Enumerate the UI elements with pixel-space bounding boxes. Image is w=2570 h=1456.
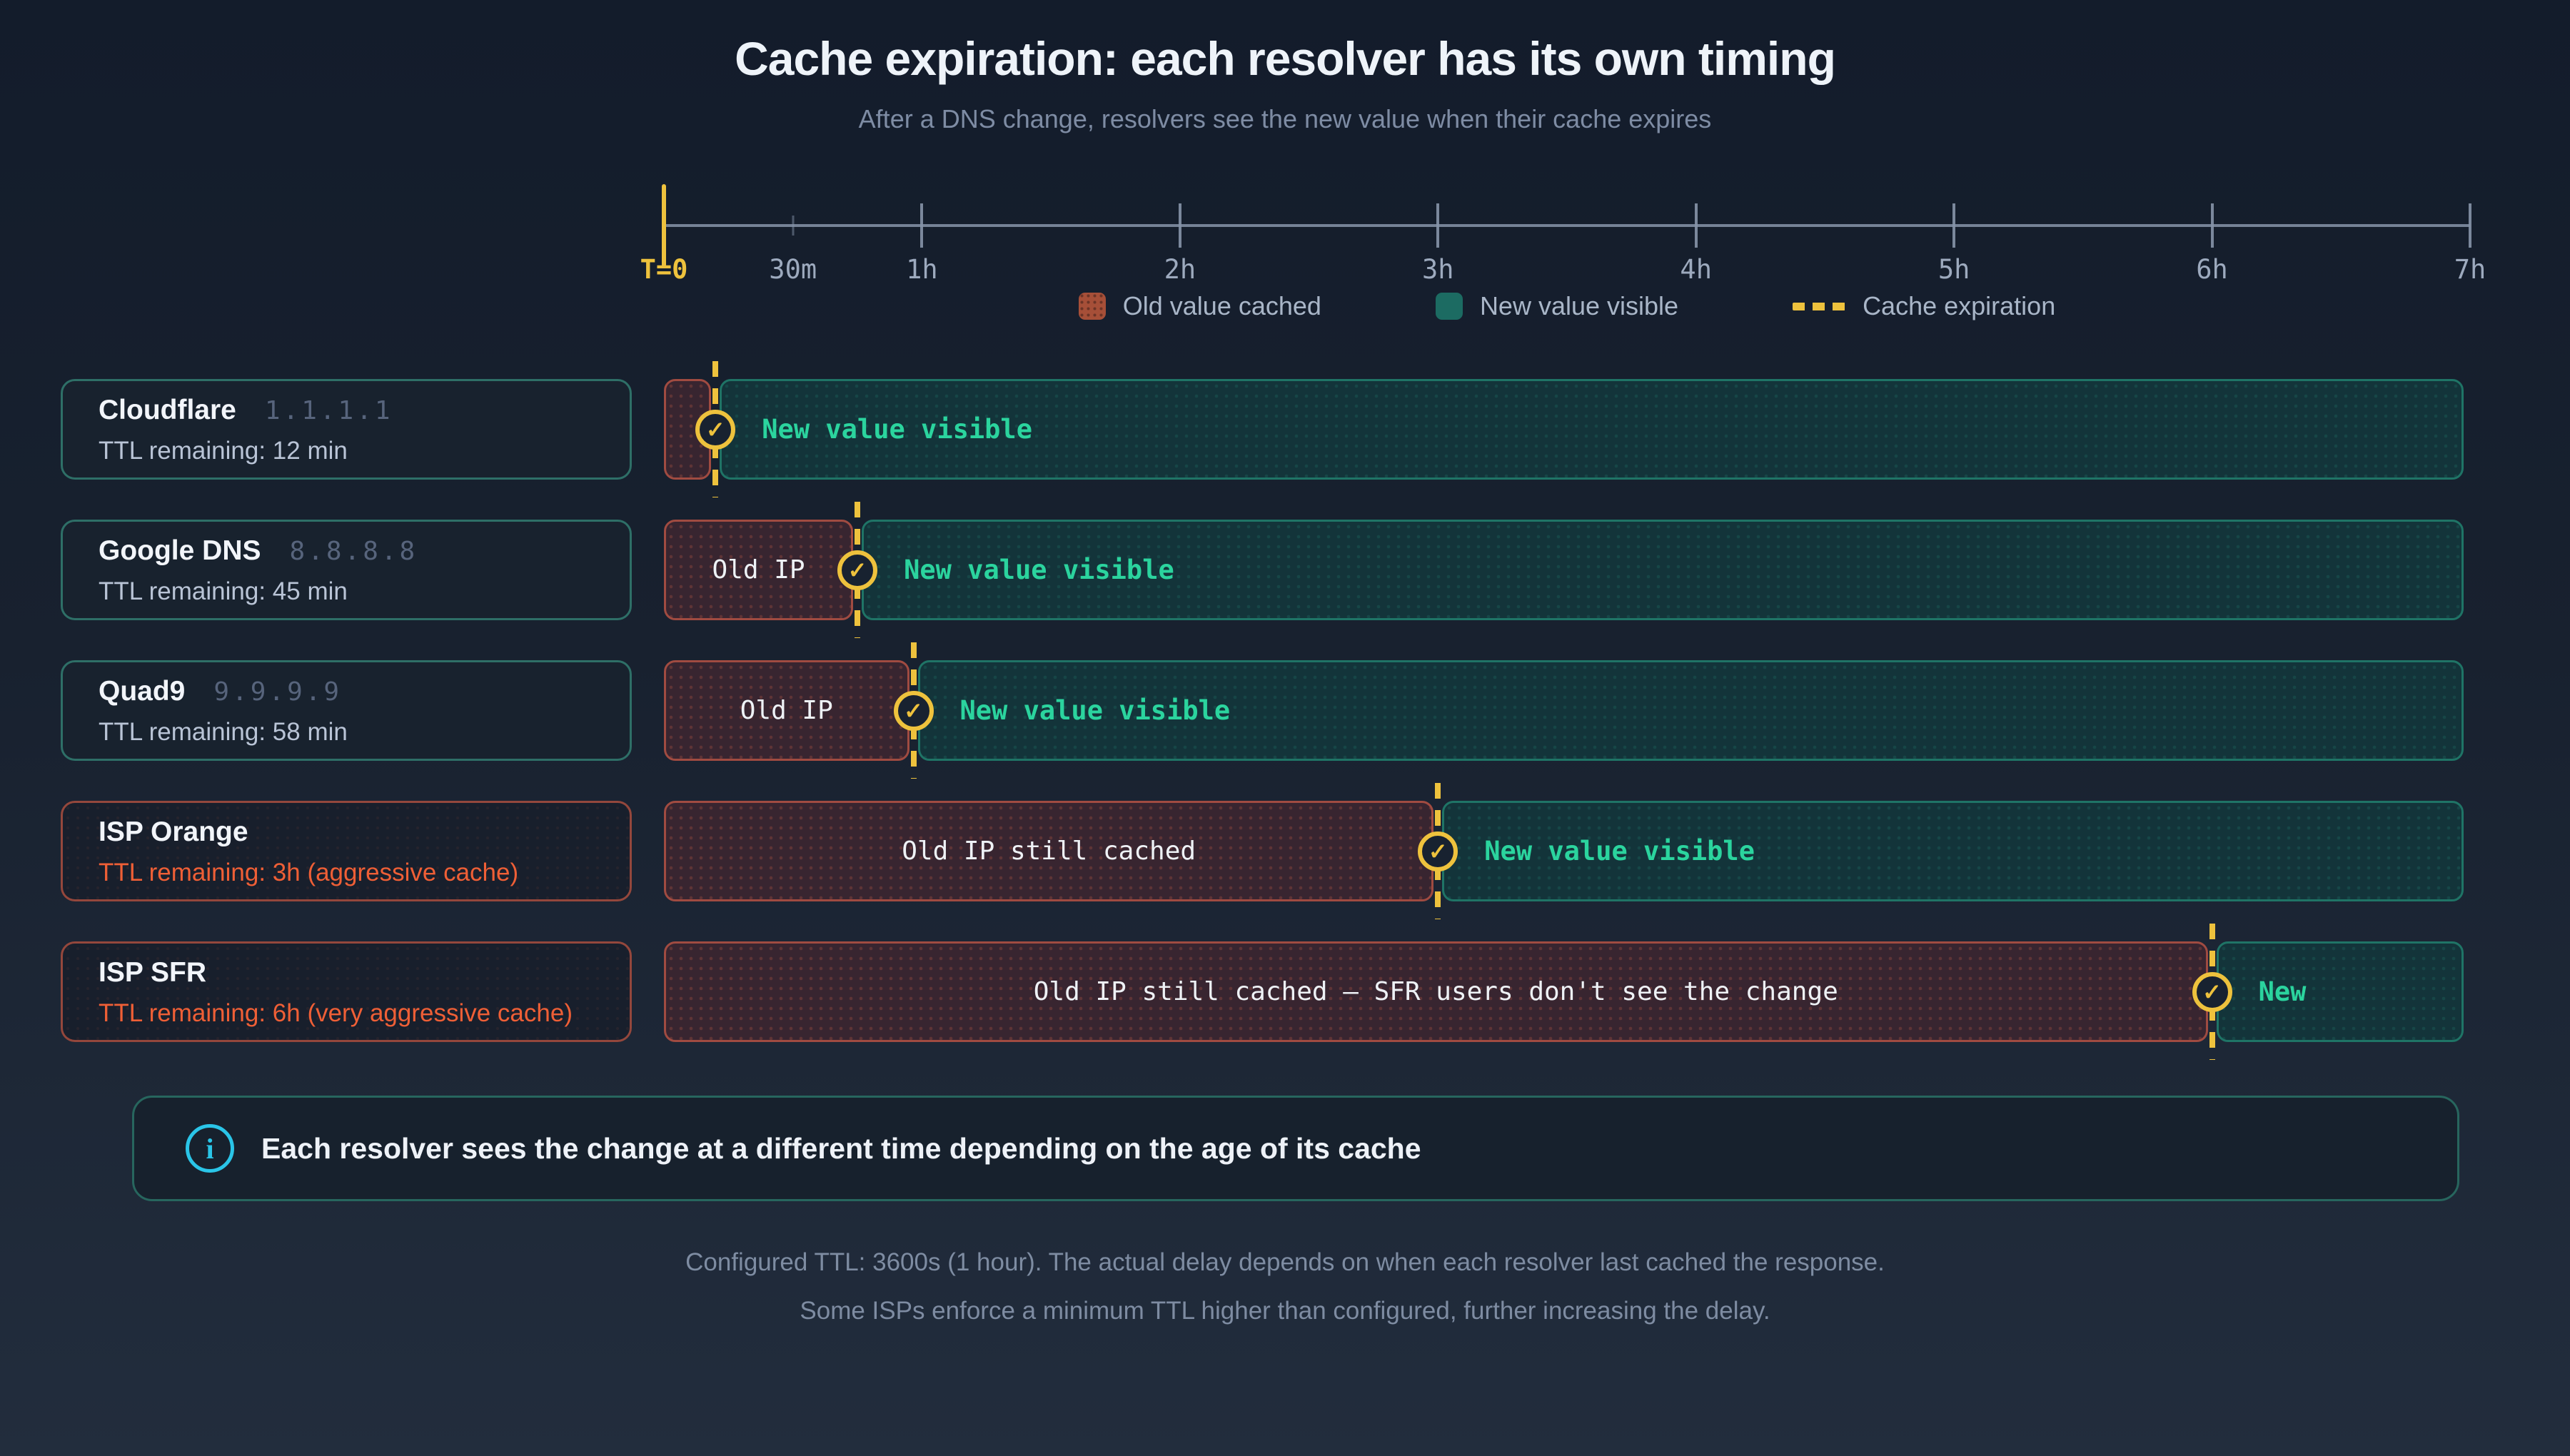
old-value-bar: Old IP bbox=[664, 520, 854, 620]
resolver-card: Google DNS 8.8.8.8 TTL remaining: 45 min bbox=[61, 520, 632, 620]
resolver-row: Quad9 9.9.9.9 TTL remaining: 58 min Old … bbox=[0, 642, 2570, 779]
resolver-timeline-track: Old IP New value visible ✓ bbox=[664, 502, 2470, 638]
new-bar-label: New value visible bbox=[762, 414, 1032, 445]
tick-label: 5h bbox=[1937, 254, 1970, 285]
new-bar-label: New value visible bbox=[904, 555, 1174, 585]
tick-mark bbox=[662, 184, 666, 267]
old-value-bar: Old IP still cached bbox=[664, 801, 1434, 901]
resolver-name: ISP SFR bbox=[99, 957, 206, 988]
page-subtitle: After a DNS change, resolvers see the ne… bbox=[858, 104, 1712, 133]
check-icon: ✓ bbox=[695, 409, 736, 450]
new-bar-label: New value visible bbox=[959, 695, 1231, 726]
resolver-ttl: TTL remaining: 6h (very aggressive cache… bbox=[99, 999, 573, 1027]
new-bar-label: New value visible bbox=[1484, 836, 1755, 866]
resolver-row: Google DNS 8.8.8.8 TTL remaining: 45 min… bbox=[0, 502, 2570, 638]
info-banner: i Each resolver sees the change at a dif… bbox=[132, 1096, 2459, 1201]
cache-expiration-line: ✓ bbox=[893, 642, 934, 779]
tick-mark bbox=[1178, 203, 1181, 248]
resolver-card-header: Google DNS 8.8.8.8 bbox=[99, 535, 630, 567]
tick-mark bbox=[1436, 203, 1440, 248]
resolver-card: Cloudflare 1.1.1.1 TTL remaining: 12 min bbox=[61, 379, 632, 480]
old-value-bar: Old IP still cached — SFR users don't se… bbox=[664, 941, 2208, 1042]
resolver-row: Cloudflare 1.1.1.1 TTL remaining: 12 min… bbox=[0, 361, 2570, 497]
resolver-card: ISP SFR TTL remaining: 6h (very aggressi… bbox=[61, 941, 632, 1042]
resolver-ttl: TTL remaining: 3h (aggressive cache) bbox=[99, 859, 519, 886]
resolver-ip: 8.8.8.8 bbox=[289, 537, 418, 566]
legend: Old value cached New value visible Cache… bbox=[664, 291, 2470, 321]
tick-label: 2h bbox=[1164, 254, 1196, 285]
new-value-bar: New value visible bbox=[862, 520, 2464, 620]
new-value-bar: New value visible bbox=[1442, 801, 2464, 901]
resolver-row: ISP Orange TTL remaining: 3h (aggressive… bbox=[0, 783, 2570, 919]
resolver-name: Google DNS bbox=[99, 535, 261, 566]
check-icon: ✓ bbox=[1418, 831, 1458, 871]
tick-label: 3h bbox=[1422, 254, 1454, 285]
legend-item: Cache expiration bbox=[1793, 291, 2055, 321]
footer-line-2: Some ISPs enforce a minimum TTL higher t… bbox=[800, 1297, 1770, 1325]
cache-expiration-line: ✓ bbox=[2192, 924, 2232, 1060]
old-bar-label: Old IP still cached — SFR users don't se… bbox=[1033, 977, 1838, 1006]
check-icon: ✓ bbox=[837, 550, 878, 590]
resolver-card: Quad9 9.9.9.9 TTL remaining: 58 min bbox=[61, 660, 632, 761]
resolver-ttl: TTL remaining: 45 min bbox=[99, 577, 348, 605]
legend-label: New value visible bbox=[1479, 291, 1679, 320]
legend-swatch bbox=[1078, 293, 1106, 320]
new-value-bar: New value visible bbox=[917, 660, 2464, 761]
tick-label: 4h bbox=[1680, 254, 1712, 285]
resolver-name: Cloudflare bbox=[99, 395, 236, 425]
old-bar-label: Old IP bbox=[712, 555, 805, 585]
legend-label: Cache expiration bbox=[1863, 291, 2056, 320]
check-icon: ✓ bbox=[893, 690, 934, 731]
tick-mark bbox=[920, 203, 924, 248]
tick-mark bbox=[792, 216, 795, 236]
resolver-card: ISP Orange TTL remaining: 3h (aggressive… bbox=[61, 801, 632, 901]
resolver-ttl: TTL remaining: 12 min bbox=[99, 437, 348, 465]
cache-expiration-line: ✓ bbox=[837, 502, 878, 638]
resolver-ip: 1.1.1.1 bbox=[264, 396, 393, 425]
legend-item: New value visible bbox=[1435, 291, 1679, 321]
legend-label: Old value cached bbox=[1122, 291, 1321, 320]
legend-item: Old value cached bbox=[1078, 291, 1321, 321]
legend-swatch bbox=[1793, 302, 1846, 310]
new-value-bar: New value visible bbox=[720, 379, 2464, 480]
resolver-card-header: ISP Orange bbox=[99, 817, 630, 848]
info-banner-text: Each resolver sees the change at a diffe… bbox=[261, 1131, 1421, 1165]
info-icon: i bbox=[186, 1124, 234, 1173]
legend-swatch bbox=[1435, 293, 1463, 320]
old-bar-label: Old IP bbox=[740, 696, 833, 725]
resolver-name: Quad9 bbox=[99, 676, 186, 707]
resolver-timeline-track: New value visible ✓ bbox=[664, 361, 2470, 497]
resolver-card-header: Cloudflare 1.1.1.1 bbox=[99, 395, 630, 426]
cache-expiration-line: ✓ bbox=[695, 361, 736, 497]
tick-label: T=0 bbox=[640, 254, 688, 285]
resolver-row: ISP SFR TTL remaining: 6h (very aggressi… bbox=[0, 924, 2570, 1060]
resolver-ttl: TTL remaining: 58 min bbox=[99, 718, 348, 746]
page-title: Cache expiration: each resolver has its … bbox=[735, 32, 1836, 85]
old-value-bar: Old IP bbox=[664, 660, 909, 761]
tick-mark bbox=[2469, 203, 2471, 248]
resolver-ip: 9.9.9.9 bbox=[213, 677, 343, 707]
resolver-card-header: ISP SFR bbox=[99, 957, 630, 989]
tick-label: 7h bbox=[2454, 254, 2486, 285]
resolver-name: ISP Orange bbox=[99, 817, 248, 847]
tick-label: 1h bbox=[906, 254, 938, 285]
resolver-timeline-track: Old IP New value visible ✓ bbox=[664, 642, 2470, 779]
tick-label: 6h bbox=[2196, 254, 2228, 285]
tick-mark bbox=[1952, 203, 1956, 248]
tick-mark bbox=[2210, 203, 2214, 248]
tick-mark bbox=[1694, 203, 1698, 248]
cache-expiration-line: ✓ bbox=[1418, 783, 1458, 919]
new-bar-label: New bbox=[2258, 976, 2307, 1007]
new-value-bar: New bbox=[2216, 941, 2464, 1042]
resolver-card-header: Quad9 9.9.9.9 bbox=[99, 676, 630, 707]
resolver-timeline-track: Old IP still cached New value visible ✓ bbox=[664, 783, 2470, 919]
old-bar-label: Old IP still cached bbox=[902, 836, 1196, 866]
resolver-timeline-track: Old IP still cached — SFR users don't se… bbox=[664, 924, 2470, 1060]
check-icon: ✓ bbox=[2192, 971, 2232, 1012]
footer-line-1: Configured TTL: 3600s (1 hour). The actu… bbox=[685, 1248, 1885, 1276]
timeline-axis: T=0 30m 1h 2h 3h 4h 5h 6h 7h bbox=[640, 184, 2486, 285]
resolver-rows: Cloudflare 1.1.1.1 TTL remaining: 12 min… bbox=[0, 361, 2570, 1060]
tick-label: 30m bbox=[769, 254, 817, 285]
